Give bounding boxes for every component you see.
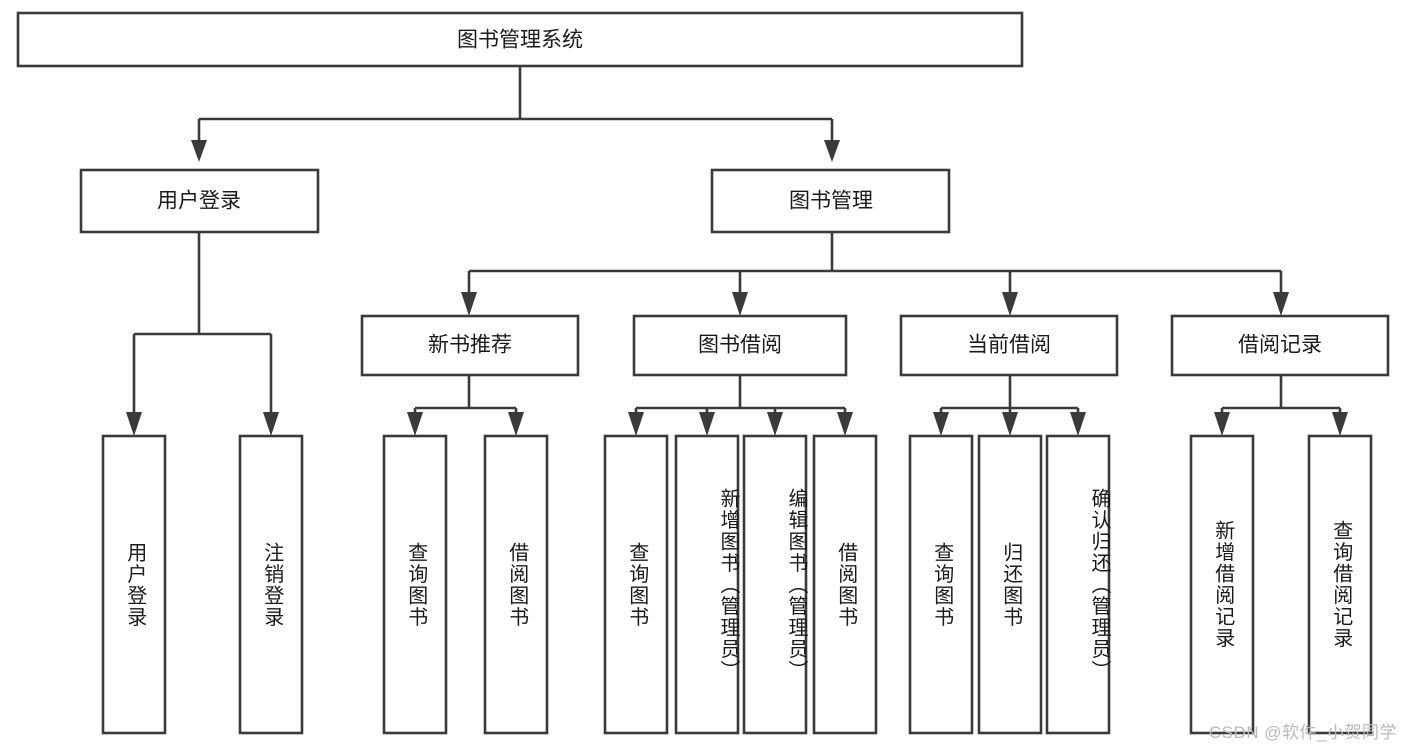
connector-currentborrow-to-leaves xyxy=(933,375,1086,436)
leaf-box-book-borrow-1[interactable] xyxy=(603,434,669,735)
leaf-box-borrow-record-2[interactable] xyxy=(1307,434,1373,735)
leaf-box-user-login-1[interactable] xyxy=(101,434,167,735)
leaf-box-new-book-2[interactable] xyxy=(483,434,549,735)
node-book-management-label: 图书管理 xyxy=(789,190,873,213)
connector-newbook-to-leaves xyxy=(407,375,524,436)
leaf-box-user-login-2[interactable] xyxy=(238,434,304,735)
leaf-box-new-book-1[interactable] xyxy=(382,434,448,735)
node-new-book-recommend-label: 新书推荐 xyxy=(428,334,512,357)
leaf-box-borrow-record-1[interactable] xyxy=(1189,434,1255,735)
node-root-label: 图书管理系统 xyxy=(457,29,583,52)
node-borrow-record[interactable]: 借阅记录 xyxy=(1170,314,1390,377)
node-user-login[interactable]: 用户登录 xyxy=(79,168,320,234)
leaf-box-book-borrow-3[interactable] xyxy=(742,434,808,735)
node-book-management[interactable]: 图书管理 xyxy=(710,168,951,234)
leaf-box-book-borrow-2[interactable] xyxy=(674,434,740,735)
connector-userlogin-to-leaves xyxy=(126,232,279,436)
leaf-boxes-user-login xyxy=(101,434,304,735)
node-current-borrow-label: 当前借阅 xyxy=(967,334,1051,357)
connector-bookmgmt-to-level3 xyxy=(461,232,1289,316)
node-new-book-recommend[interactable]: 新书推荐 xyxy=(360,314,580,377)
leaf-boxes-new-book xyxy=(382,434,549,735)
leaf-box-current-borrow-1[interactable] xyxy=(908,434,974,735)
node-book-borrow[interactable]: 图书借阅 xyxy=(632,314,848,377)
leaf-box-book-borrow-4[interactable] xyxy=(812,434,878,735)
connector-borrowrecord-to-leaves xyxy=(1214,375,1348,436)
leaf-boxes-current-borrow xyxy=(908,434,1111,735)
leaf-boxes-borrow-record xyxy=(1189,434,1373,735)
connector-root-to-level2 xyxy=(191,66,840,162)
node-root[interactable]: 图书管理系统 xyxy=(16,11,1024,68)
node-user-login-label: 用户登录 xyxy=(157,190,241,213)
csdn-watermark: CSDN @软件_小贺同学 xyxy=(1208,723,1397,742)
leaf-box-current-borrow-2[interactable] xyxy=(977,434,1043,735)
node-book-borrow-label: 图书借阅 xyxy=(698,334,782,357)
node-current-borrow[interactable]: 当前借阅 xyxy=(899,314,1119,377)
connector-bookborrow-to-leaves xyxy=(628,375,853,436)
node-borrow-record-label: 借阅记录 xyxy=(1238,334,1322,357)
leaf-box-current-borrow-3[interactable] xyxy=(1045,434,1111,735)
leaf-boxes-book-borrow xyxy=(603,434,878,735)
